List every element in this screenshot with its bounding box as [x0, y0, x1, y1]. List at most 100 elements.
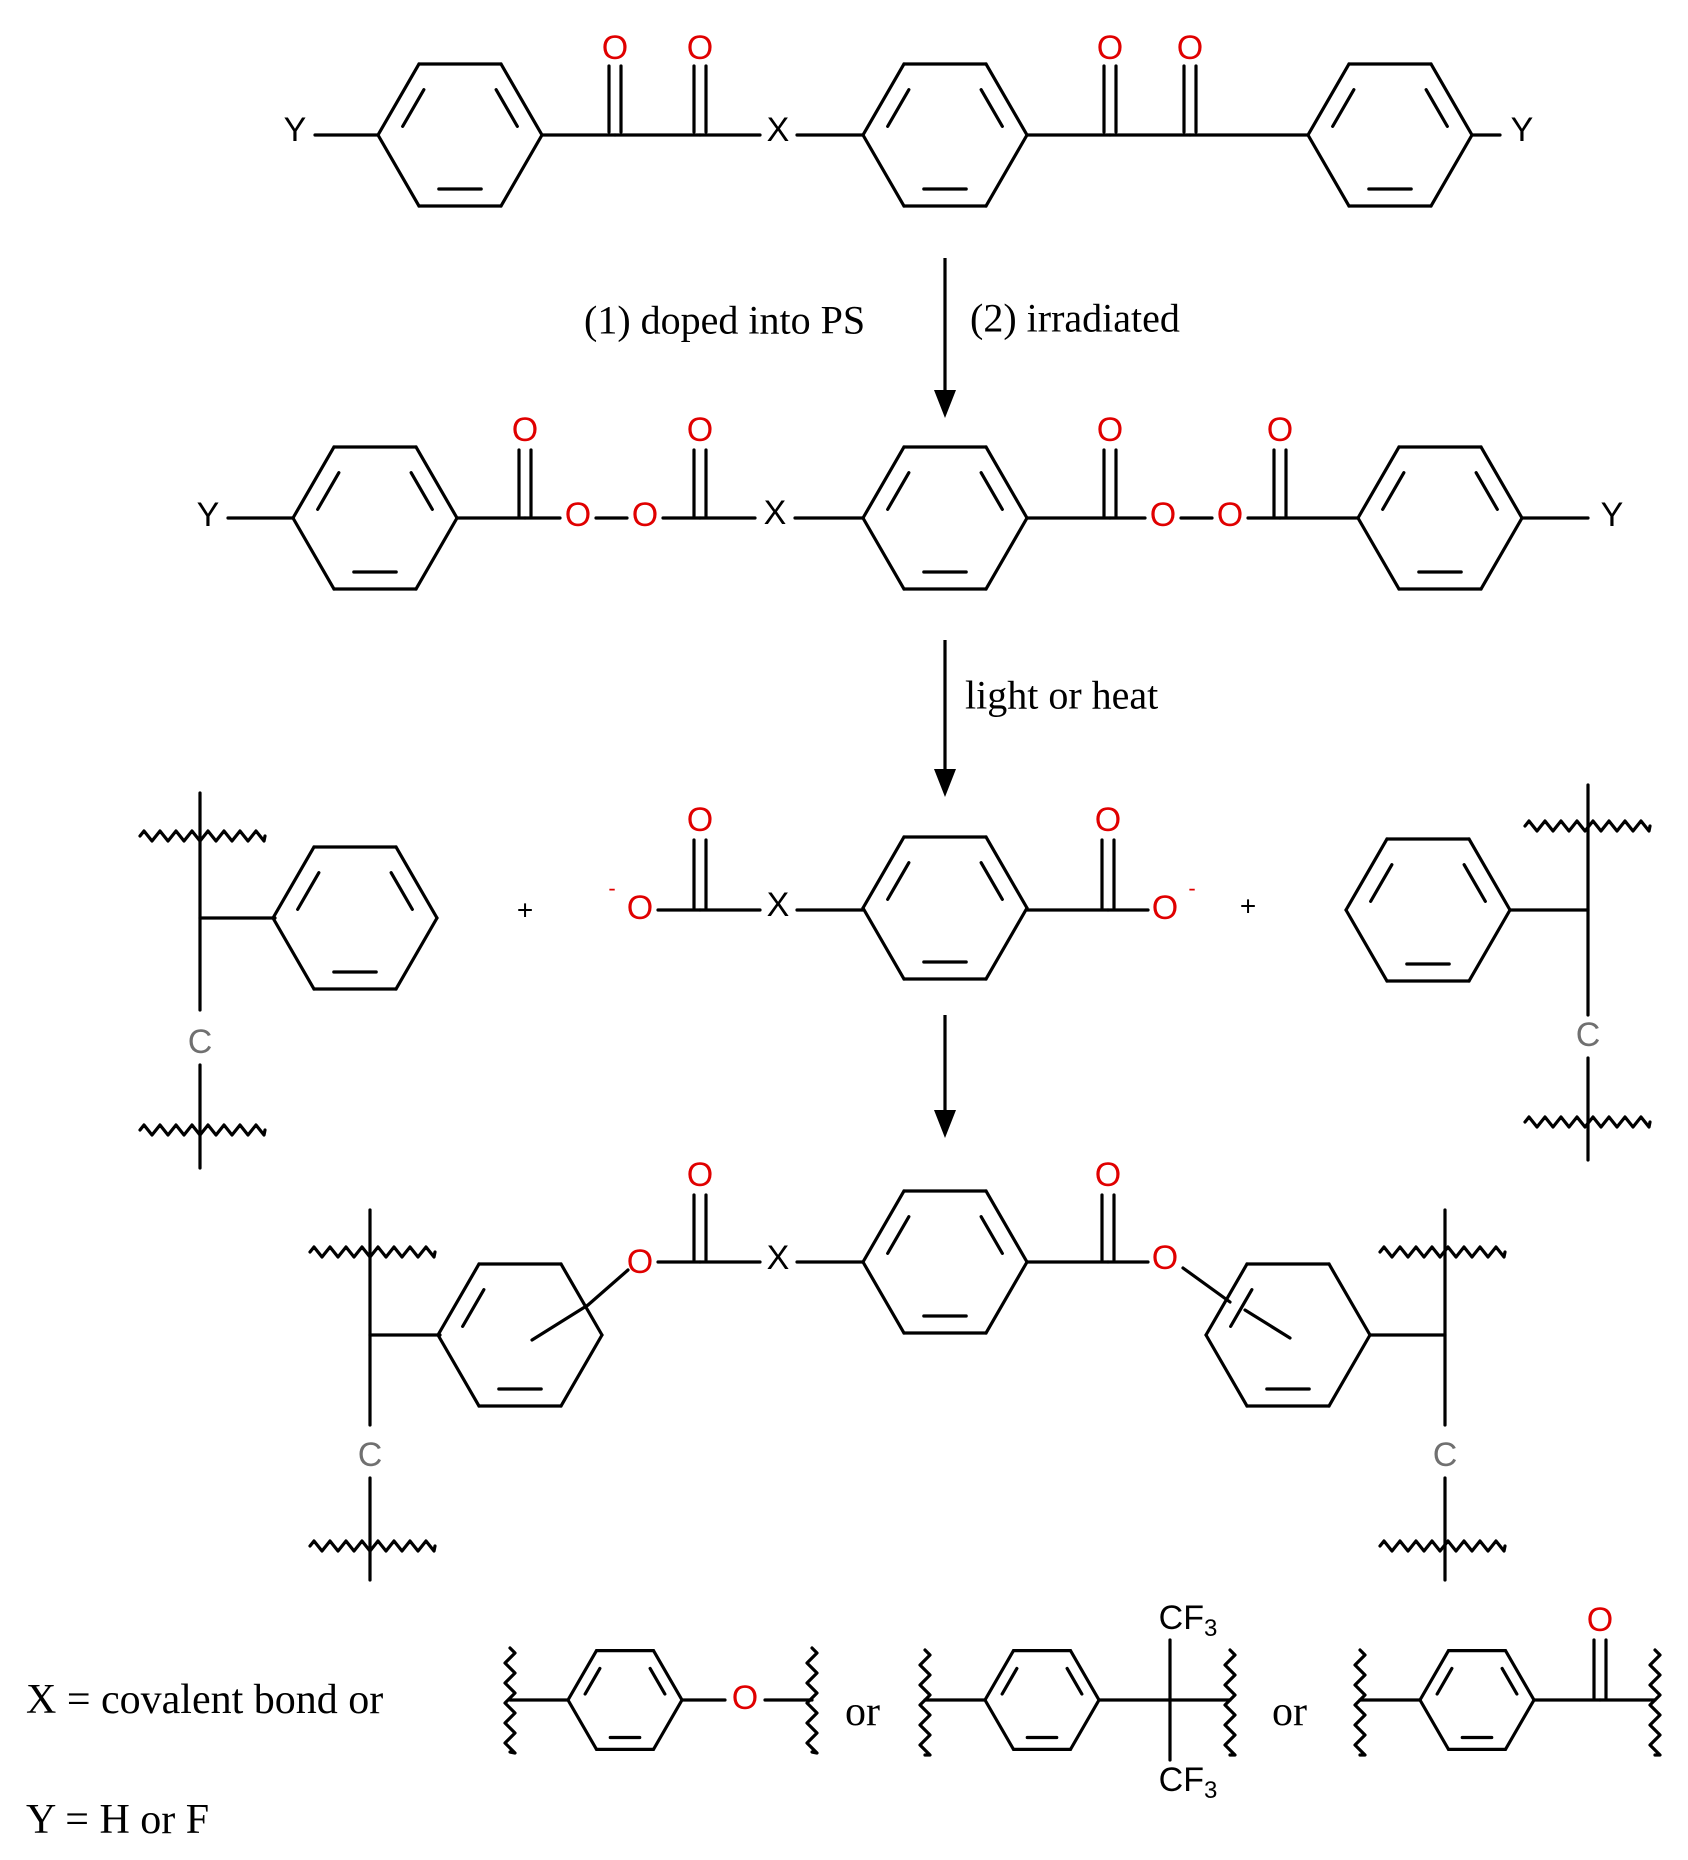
ring-double-bond: [979, 88, 1004, 128]
ring-bond: [1327, 1262, 1372, 1337]
ring-bond: [1503, 1649, 1536, 1702]
atom-oxygen: O: [687, 801, 713, 839]
ring-bond-to-ester: [1243, 1308, 1292, 1340]
ring-bond: [1068, 1649, 1101, 1702]
ring-double-bond: [316, 471, 341, 511]
ring-bond: [1327, 1333, 1372, 1408]
atom-cf3: CF3: [1159, 1761, 1218, 1804]
aryl-ester-bond: [586, 1268, 630, 1307]
atom-oxygen: O: [1152, 1239, 1178, 1277]
atom-x: X: [764, 494, 787, 532]
ring-double-bond: [583, 1666, 602, 1696]
ring-double-bond: [979, 471, 1004, 511]
ring-bond: [861, 62, 906, 137]
ring-bond: [861, 133, 906, 208]
ring-double-bond: [389, 871, 414, 911]
atom-y: Y: [1601, 496, 1624, 534]
ring-bond: [861, 1189, 906, 1264]
aryl-ester-bond: [1181, 1266, 1232, 1304]
ring-bond: [651, 1649, 684, 1702]
polymer-chain-break: [1378, 1245, 1507, 1259]
condition-irradiated: (2) irradiated: [970, 296, 1180, 341]
ring-bond: [1429, 62, 1474, 137]
y-definition: Y = H or F: [26, 1797, 209, 1843]
polymer-chain-break: [1378, 1539, 1507, 1553]
ring-double-bond: [886, 471, 911, 511]
atom-x: X: [767, 886, 790, 924]
atom-oxygen: O: [687, 411, 713, 449]
ring-bond: [1467, 908, 1512, 983]
ring-double-bond: [1229, 1288, 1254, 1328]
negative-charge: -: [1188, 876, 1195, 901]
ring-double-bond: [1462, 863, 1487, 903]
ring-bond: [1204, 1333, 1249, 1408]
ring-bond: [566, 1698, 599, 1751]
polymer-chain-break: [138, 1123, 267, 1137]
atom-y: Y: [284, 111, 307, 149]
ring-bond: [414, 445, 459, 520]
ring-bond: [436, 1333, 481, 1408]
atom-oxygen: O: [687, 29, 713, 67]
atom-oxygen: O: [627, 1243, 653, 1281]
ring-bond: [984, 133, 1029, 208]
condition-light-or-heat: light or heat: [965, 673, 1158, 718]
ring-bond: [291, 516, 336, 591]
ring-double-bond: [979, 861, 1004, 901]
ring-bond: [984, 516, 1029, 591]
ring-bond: [1204, 1262, 1249, 1337]
ring-bond: [651, 1698, 684, 1751]
polymer-chain-break: [1523, 819, 1652, 833]
bond-lines: [138, 62, 1662, 1762]
or-separator: or: [1272, 1689, 1307, 1735]
atom-oxygen: O: [1267, 411, 1293, 449]
atom-oxygen: O: [565, 496, 591, 534]
plus-sign: +: [1240, 891, 1256, 922]
ring-bond: [1344, 908, 1389, 983]
ring-bond: [499, 62, 544, 137]
attachment-point: [1223, 1648, 1237, 1757]
atom-carbon: C: [358, 1436, 383, 1474]
ring-bond: [861, 445, 906, 520]
ring-bond: [559, 1333, 604, 1408]
x-definition: X = covalent bond or: [26, 1677, 383, 1723]
ring-bond: [1306, 62, 1351, 137]
atom-oxygen: O: [1152, 889, 1178, 927]
ring-bond: [984, 62, 1029, 137]
ring-double-bond: [886, 88, 911, 128]
ring-bond: [1479, 516, 1524, 591]
ring-bond: [984, 1260, 1029, 1335]
ring-double-bond: [1381, 471, 1406, 511]
ring-bond: [984, 906, 1029, 981]
ring-bond: [414, 516, 459, 591]
ring-double-bond: [409, 471, 434, 511]
or-separator: or: [845, 1689, 880, 1735]
ring-bond: [566, 1649, 599, 1702]
ring-double-bond: [461, 1288, 486, 1328]
ring-bond-to-ester: [530, 1303, 590, 1342]
attachment-point: [918, 1648, 932, 1757]
ring-bond: [1467, 837, 1512, 912]
atom-oxygen: O: [1095, 801, 1121, 839]
atom-oxygen: O: [627, 889, 653, 927]
atom-y: Y: [1511, 111, 1534, 149]
atom-oxygen: O: [1097, 29, 1123, 67]
atom-oxygen: O: [1095, 1156, 1121, 1194]
ring-double-bond: [1065, 1666, 1084, 1696]
atom-oxygen: O: [1217, 496, 1243, 534]
atom-carbon: C: [1433, 1436, 1458, 1474]
ring-bond: [1306, 133, 1351, 208]
atom-oxygen: O: [732, 1679, 758, 1717]
ring-bond: [394, 845, 439, 920]
ring-bond: [1479, 445, 1524, 520]
atom-oxygen: O: [602, 29, 628, 67]
reaction-arrowhead: [934, 769, 956, 797]
ring-bond: [376, 133, 421, 208]
atom-x: X: [767, 111, 790, 149]
ring-bond: [271, 916, 316, 991]
ring-double-bond: [886, 861, 911, 901]
ring-bond: [861, 516, 906, 591]
atom-oxygen: O: [512, 411, 538, 449]
atom-oxygen: O: [1177, 29, 1203, 67]
